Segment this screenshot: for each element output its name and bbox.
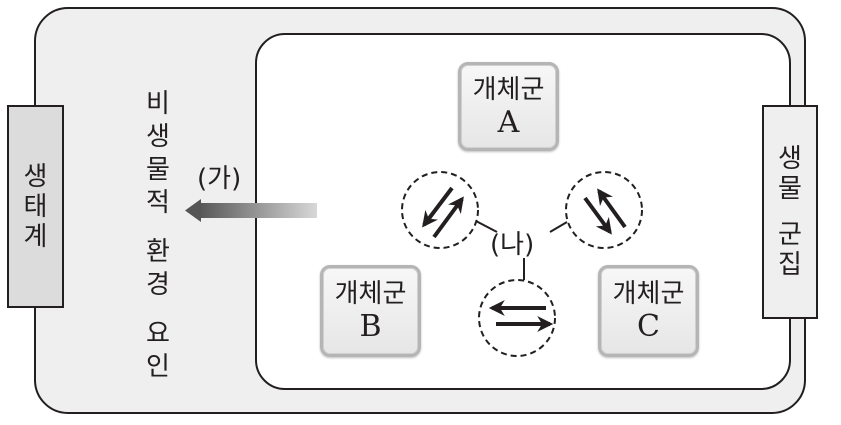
- double-arrow-horizontal-icon: [488, 300, 554, 332]
- community-label-char: 생: [778, 144, 802, 174]
- ecosystem-label-char: 계: [23, 221, 48, 252]
- abiotic-label-char: 물: [146, 155, 170, 185]
- population-b-box: 개체군 B: [320, 265, 421, 357]
- ecosystem-label-char: 태: [23, 191, 48, 222]
- population-c-box: 개체군 C: [598, 265, 699, 357]
- interaction-circle-ab: [401, 171, 479, 249]
- population-c-label: 개체군: [612, 279, 685, 309]
- abiotic-label-char: 비: [146, 89, 170, 119]
- interaction-label-na: (나): [490, 230, 535, 260]
- abiotic-label-char: 적: [146, 188, 170, 218]
- double-arrow-diagonal-icon: [422, 186, 464, 239]
- abiotic-label-char: 환: [146, 237, 170, 267]
- population-b-letter: B: [359, 309, 382, 344]
- abiotic-label-char: 경: [146, 270, 170, 300]
- interaction-label-ga: (가): [197, 164, 242, 194]
- abiotic-label-char: 생: [146, 122, 170, 152]
- ecosystem-label-char: 생: [23, 161, 48, 192]
- population-a-letter: A: [497, 104, 520, 140]
- population-b-label: 개체군: [334, 279, 407, 309]
- interaction-circle-ac: [565, 171, 643, 249]
- abiotic-label-char: 인: [146, 352, 170, 382]
- double-arrow-diagonal-icon: [583, 188, 627, 235]
- population-a-label: 개체군: [472, 74, 545, 105]
- abiotic-label-char: 요: [146, 319, 170, 349]
- community-label-box: 생 물 군 집: [762, 105, 818, 319]
- community-label-char: 집: [778, 250, 802, 280]
- population-a-box: 개체군 A: [458, 62, 559, 151]
- connector-line: [549, 221, 568, 233]
- abiotic-effect-arrow-icon: [185, 199, 317, 222]
- interaction-circle-bc: [478, 279, 556, 357]
- community-label-char: 물: [778, 174, 802, 204]
- ecosystem-label-box: 생 태 계: [7, 105, 64, 308]
- abiotic-factor-label: 비 생 물 적 환 경 요 인: [138, 88, 178, 384]
- connector-line: [473, 219, 498, 233]
- community-label-char: 군: [778, 220, 802, 250]
- population-c-letter: C: [637, 309, 660, 344]
